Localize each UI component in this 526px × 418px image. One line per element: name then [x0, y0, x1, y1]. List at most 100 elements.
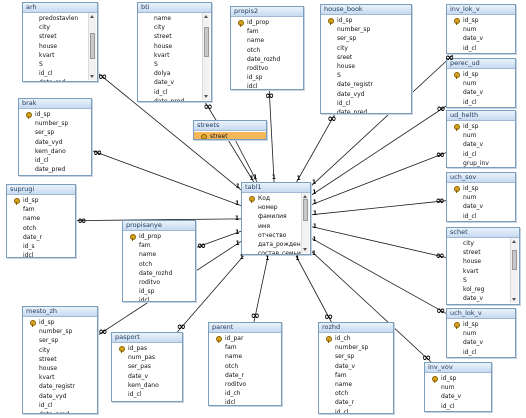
field-item[interactable]: fam: [335, 371, 347, 379]
field-item[interactable]: date_r: [225, 371, 244, 379]
field-item[interactable]: fam: [247, 28, 259, 36]
relationship-line-schet[interactable]: [310, 226, 447, 258]
field-item[interactable]: date_vyd: [35, 138, 63, 146]
field-item[interactable]: fam: [23, 206, 35, 214]
table-title[interactable]: perec_ud: [447, 59, 515, 69]
table-title[interactable]: arh: [23, 3, 97, 13]
relationship-line-ud_helth[interactable]: [310, 152, 447, 206]
table-schet[interactable]: schetcitystreethousekvartSkol_regdate_vi…: [446, 227, 520, 305]
field-item[interactable]: date_v: [463, 203, 484, 211]
table-title[interactable]: ud_helth: [447, 111, 515, 121]
field-item[interactable]: street: [39, 355, 57, 363]
field-item[interactable]: id_cl: [335, 408, 349, 414]
field-item[interactable]: name: [247, 37, 265, 45]
field-item[interactable]: id_s: [23, 242, 35, 250]
field-item[interactable]: date_v: [463, 141, 484, 149]
field-item[interactable]: kem_dano: [35, 147, 66, 155]
field-item[interactable]: city: [463, 240, 474, 247]
field-item[interactable]: S: [337, 72, 341, 80]
field-item[interactable]: date_v: [463, 339, 484, 347]
scroll-down-icon[interactable]: [303, 248, 307, 251]
primary-key-field[interactable]: id_par: [209, 334, 272, 344]
field-item[interactable]: date_v: [463, 295, 484, 303]
field-item[interactable]: kvart: [39, 51, 55, 59]
relationship-line-bti[interactable]: [204, 101, 255, 183]
field-item[interactable]: date_pred: [35, 166, 66, 174]
field-item[interactable]: id_cl: [128, 390, 142, 398]
primary-key-field[interactable]: id_sp: [447, 122, 506, 132]
primary-key-field[interactable]: id_sp: [425, 374, 482, 384]
field-item[interactable]: date_registr: [337, 81, 373, 89]
field-item[interactable]: roditvo: [139, 278, 161, 286]
field-item[interactable]: фамилия: [258, 213, 287, 221]
primary-key-field[interactable]: Код: [242, 194, 301, 204]
field-item[interactable]: id_sp: [139, 288, 155, 296]
field-item[interactable]: отчество: [258, 231, 287, 239]
field-item[interactable]: date_v: [335, 362, 356, 370]
primary-key-field[interactable]: id_sp: [447, 184, 506, 194]
field-item[interactable]: name: [225, 353, 243, 361]
scroll-up-icon[interactable]: [303, 195, 307, 198]
field-item[interactable]: id_cl: [447, 303, 510, 304]
field-item[interactable]: fam: [225, 344, 237, 352]
scroll-thumb[interactable]: [90, 33, 95, 59]
field-item[interactable]: номер: [258, 204, 278, 212]
field-item[interactable]: house: [337, 62, 356, 70]
field-item[interactable]: date_registr: [39, 383, 75, 391]
field-item[interactable]: date_rozhd: [139, 269, 173, 277]
field-item[interactable]: id_cl: [35, 156, 49, 164]
primary-key-field[interactable]: id_sp: [321, 16, 402, 26]
field-item[interactable]: number_sp: [35, 120, 69, 128]
field-item[interactable]: house: [39, 42, 58, 50]
field-item[interactable]: roditvo: [247, 64, 269, 72]
field-item[interactable]: id_sp: [247, 74, 263, 82]
table-title[interactable]: streets: [194, 121, 266, 131]
scroll-thumb[interactable]: [303, 199, 308, 221]
field-item[interactable]: dolya: [154, 70, 171, 78]
field-item[interactable]: date_vyd: [337, 90, 365, 98]
field-item[interactable]: дата_рождения: [258, 240, 301, 248]
field-item[interactable]: id_cl: [463, 44, 477, 52]
field-item[interactable]: kvart: [463, 267, 479, 275]
field-item[interactable]: idcl: [23, 252, 34, 258]
field-item[interactable]: otch: [247, 46, 261, 54]
table-title[interactable]: uch_lok_v: [447, 309, 515, 319]
field-item[interactable]: roditvo: [225, 380, 247, 388]
field-item[interactable]: name: [139, 251, 157, 259]
table-title[interactable]: propisanye: [123, 221, 195, 231]
scrollbar[interactable]: [510, 238, 518, 303]
field-item[interactable]: house: [463, 258, 482, 266]
field-item[interactable]: имя: [258, 222, 271, 230]
field-item[interactable]: id_cl: [154, 88, 168, 96]
field-item[interactable]: otch: [139, 260, 153, 268]
scrollbar[interactable]: [202, 13, 210, 100]
field-item[interactable]: ser_sp: [337, 35, 357, 43]
field-item[interactable]: street: [463, 249, 481, 257]
field-item[interactable]: date_v: [154, 79, 175, 87]
field-item[interactable]: predostavlen: [39, 15, 79, 22]
field-list[interactable]: street: [194, 131, 266, 139]
table-title[interactable]: house_book: [321, 5, 411, 15]
field-item[interactable]: date_r: [335, 399, 354, 407]
field-item[interactable]: date_vyd: [39, 392, 67, 400]
field-item[interactable]: idcl: [225, 399, 236, 406]
field-item[interactable]: name: [23, 215, 41, 223]
field-item[interactable]: date_v: [128, 372, 149, 380]
field-item[interactable]: date_v: [463, 89, 484, 97]
field-item[interactable]: city: [154, 24, 165, 32]
